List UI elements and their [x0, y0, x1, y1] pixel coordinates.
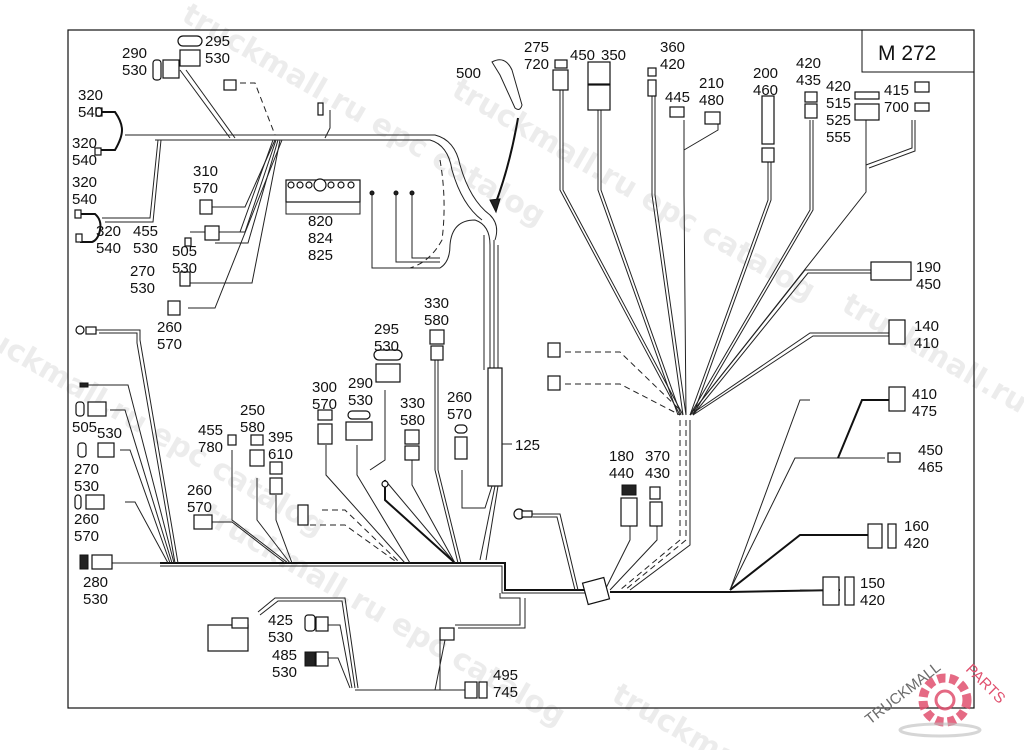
label-500: 500 [456, 65, 481, 82]
truckmall-parts-logo: TRUCKMALL PARTS [862, 659, 1009, 738]
label-125: 125 [515, 437, 540, 454]
label-450-top: 450 [570, 47, 595, 64]
gear-icon [918, 673, 972, 727]
label-505-left: 505 [72, 419, 97, 436]
ecu-block [207, 624, 249, 652]
label-445: 445 [665, 89, 690, 106]
harness-tube-125 [487, 367, 503, 487]
label-530-left: 530 [97, 425, 122, 442]
diagram-frame [67, 29, 975, 709]
diagram-title: M 272 [878, 42, 936, 65]
wires [78, 69, 916, 691]
title-box: M 272 [861, 30, 974, 73]
connectors [74, 35, 930, 699]
label-350: 350 [601, 47, 626, 64]
